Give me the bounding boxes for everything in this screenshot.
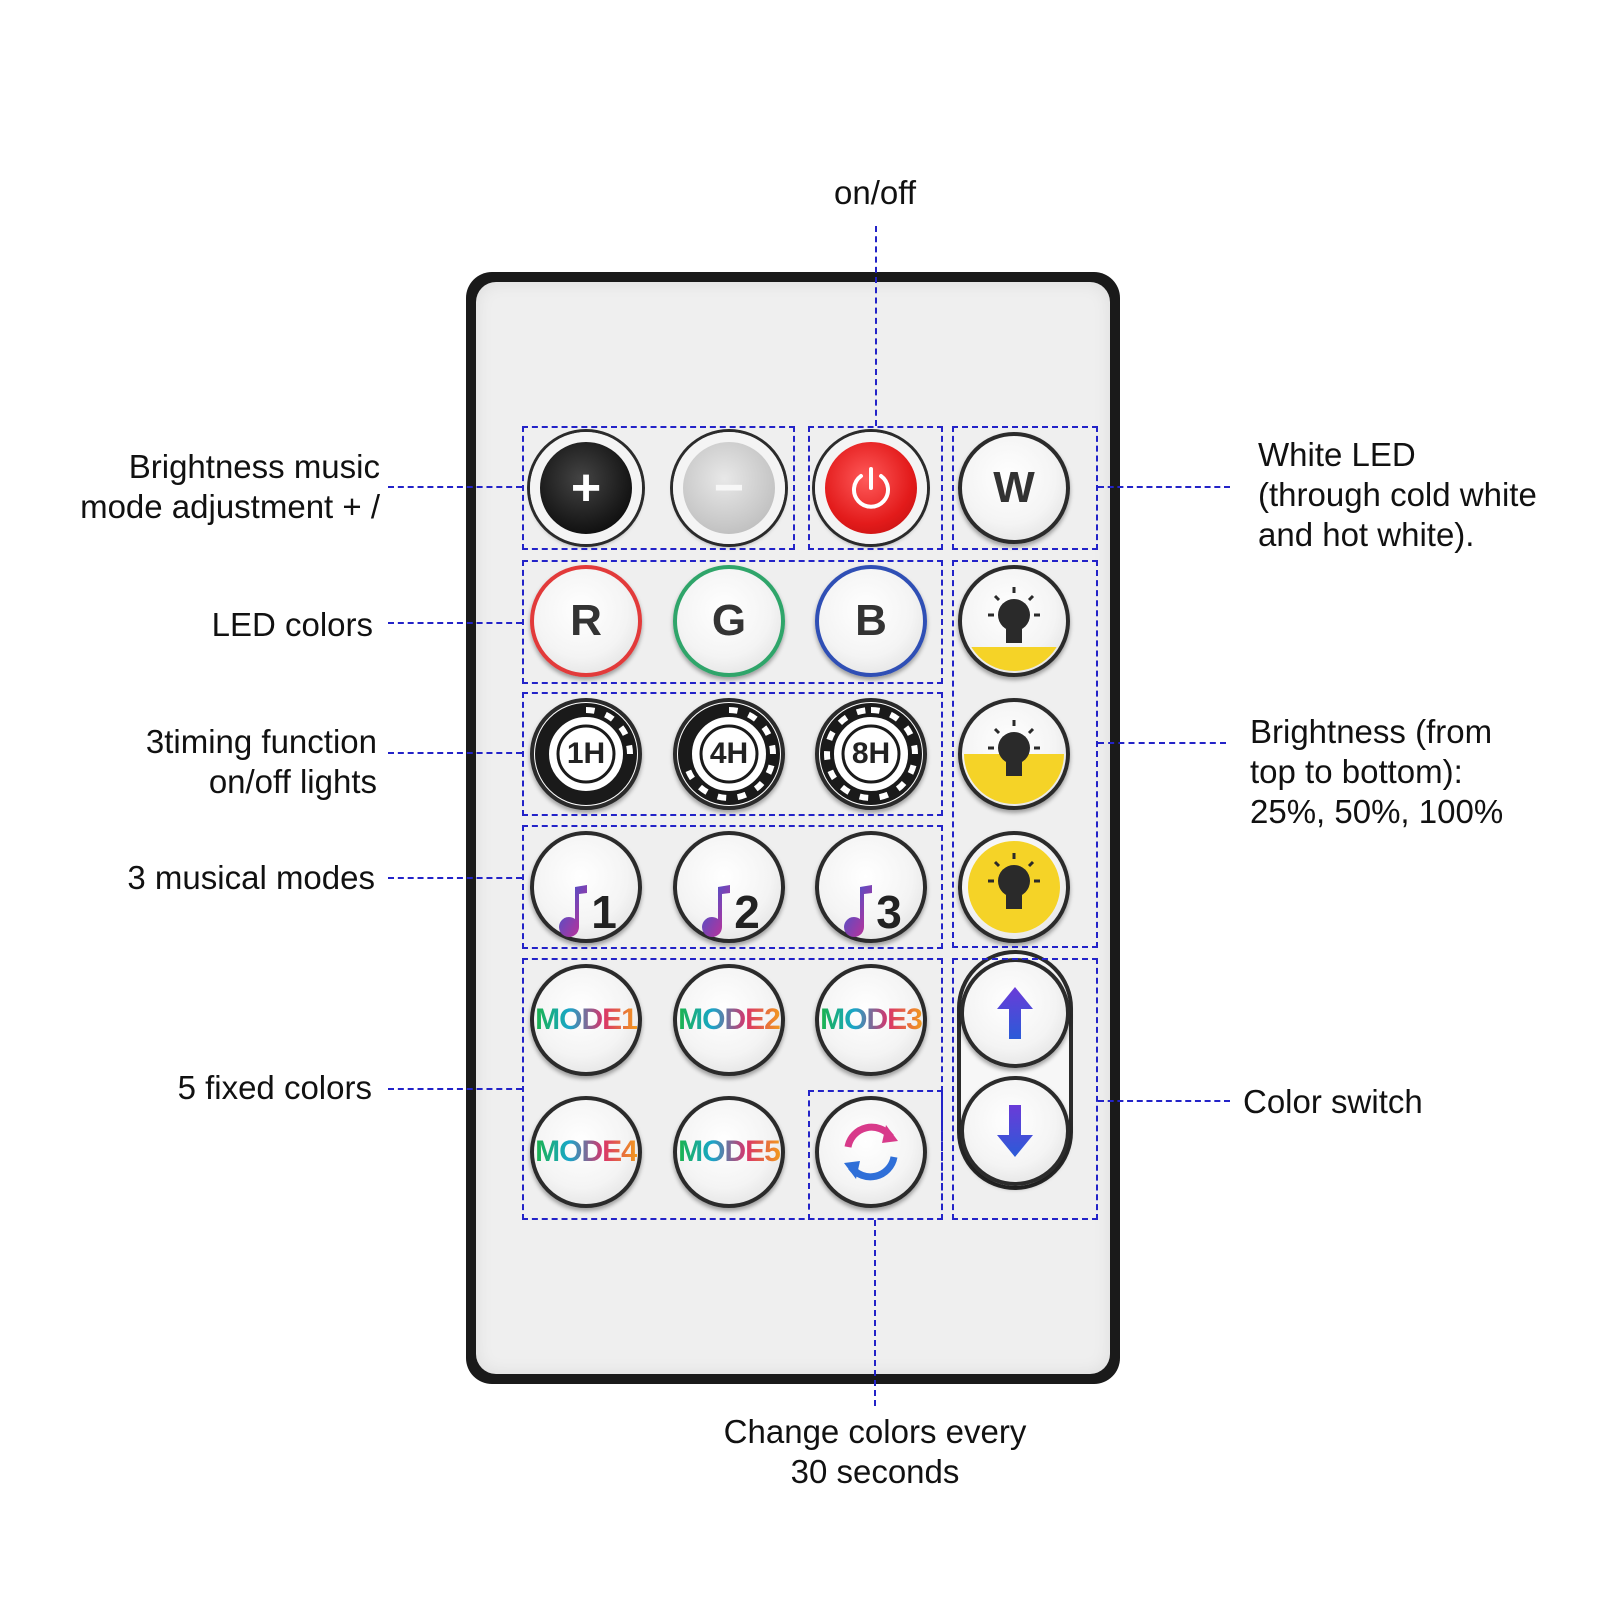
- arrow-up-icon: [997, 987, 1033, 1039]
- timer-4h-button[interactable]: 4H: [673, 698, 785, 810]
- leader-change-colors: [874, 1220, 876, 1406]
- music-mode-1-label: 1: [591, 886, 617, 938]
- power-icon: [852, 467, 890, 509]
- label-fixed-colors: 5 fixed colors: [177, 1069, 372, 1106]
- label-brightness-levels: Brightness (from top to bottom): 25%, 50…: [1250, 713, 1504, 830]
- music-mode-1-button[interactable]: 1: [530, 831, 642, 943]
- label-brightness-music: Brightness music mode adjustment + /: [80, 448, 380, 525]
- bulb-icon: [968, 841, 1060, 933]
- music-mode-3-button[interactable]: 3: [815, 831, 927, 943]
- color-up-button[interactable]: [960, 958, 1070, 1068]
- leader-color-switch: [1098, 1100, 1230, 1102]
- mode-5-label: MODE5: [678, 1135, 781, 1168]
- leader-fixed-colors: [388, 1088, 522, 1090]
- mode-1-button[interactable]: MODE1: [530, 964, 642, 1076]
- power-button[interactable]: [815, 432, 927, 544]
- green-label: G: [711, 596, 747, 645]
- timer-ring-icon: [535, 703, 637, 805]
- minus-icon: −: [713, 459, 745, 517]
- brightness-100-button[interactable]: [958, 831, 1070, 943]
- brightness-plus-button[interactable]: +: [530, 432, 642, 544]
- brightness-50-button[interactable]: [958, 698, 1070, 810]
- music-mode-2-button[interactable]: 2: [673, 831, 785, 943]
- mode-1-label: MODE1: [535, 1003, 638, 1036]
- label-timing: 3timing function on/off lights: [145, 723, 377, 800]
- label-white-led: White LED (through cold white and hot wh…: [1258, 436, 1537, 553]
- leader-brightness: [388, 486, 522, 488]
- music-note-icon: [844, 885, 873, 937]
- plus-icon: +: [570, 459, 602, 517]
- leader-brightness-levels: [1098, 742, 1226, 744]
- mode-2-label: MODE2: [678, 1003, 781, 1036]
- music-mode-2-label: 2: [734, 886, 760, 938]
- timer-ring-icon: [820, 703, 922, 805]
- timer-4h-label: 4H: [709, 737, 749, 770]
- bulb-icon: [964, 720, 1064, 804]
- leader-white: [1098, 486, 1230, 488]
- timer-1h-button[interactable]: 1H: [530, 698, 642, 810]
- color-down-button[interactable]: [960, 1076, 1070, 1186]
- mode-3-label: MODE3: [820, 1003, 923, 1036]
- mode-5-button[interactable]: MODE5: [673, 1096, 785, 1208]
- green-button[interactable]: G: [673, 565, 785, 677]
- arrow-down-icon: [997, 1105, 1033, 1157]
- red-label: R: [570, 596, 602, 645]
- leader-led-colors: [388, 622, 522, 624]
- mode-3-button[interactable]: MODE3: [815, 964, 927, 1076]
- brightness-minus-button[interactable]: −: [673, 432, 785, 544]
- mode-4-label: MODE4: [535, 1135, 638, 1168]
- red-button[interactable]: R: [530, 565, 642, 677]
- timer-8h-label: 8H: [851, 737, 891, 770]
- blue-button[interactable]: B: [815, 565, 927, 677]
- cycle-icon: [844, 1123, 898, 1181]
- music-note-icon: [559, 885, 588, 937]
- timer-1h-label: 1H: [566, 737, 606, 770]
- blue-label: B: [855, 596, 887, 645]
- label-on-off: on/off: [834, 174, 916, 211]
- label-color-switch: Color switch: [1243, 1083, 1423, 1120]
- timer-8h-button[interactable]: 8H: [815, 698, 927, 810]
- leader-timing: [388, 752, 522, 754]
- bulb-icon: [964, 587, 1064, 671]
- mode-4-button[interactable]: MODE4: [530, 1096, 642, 1208]
- white-led-button[interactable]: W: [958, 432, 1070, 544]
- label-change-colors: Change colors every 30 seconds: [723, 1413, 1027, 1490]
- music-mode-3-label: 3: [876, 886, 902, 938]
- timer-ring-icon: [678, 703, 780, 805]
- cycle-colors-button[interactable]: [815, 1096, 927, 1208]
- mode-2-button[interactable]: MODE2: [673, 964, 785, 1076]
- leader-on-off: [875, 226, 877, 426]
- leader-music: [388, 877, 522, 879]
- white-label: W: [993, 463, 1035, 512]
- label-musical-modes: 3 musical modes: [127, 859, 375, 896]
- label-led-colors: LED colors: [211, 606, 373, 643]
- brightness-25-button[interactable]: [958, 565, 1070, 677]
- music-note-icon: [702, 885, 731, 937]
